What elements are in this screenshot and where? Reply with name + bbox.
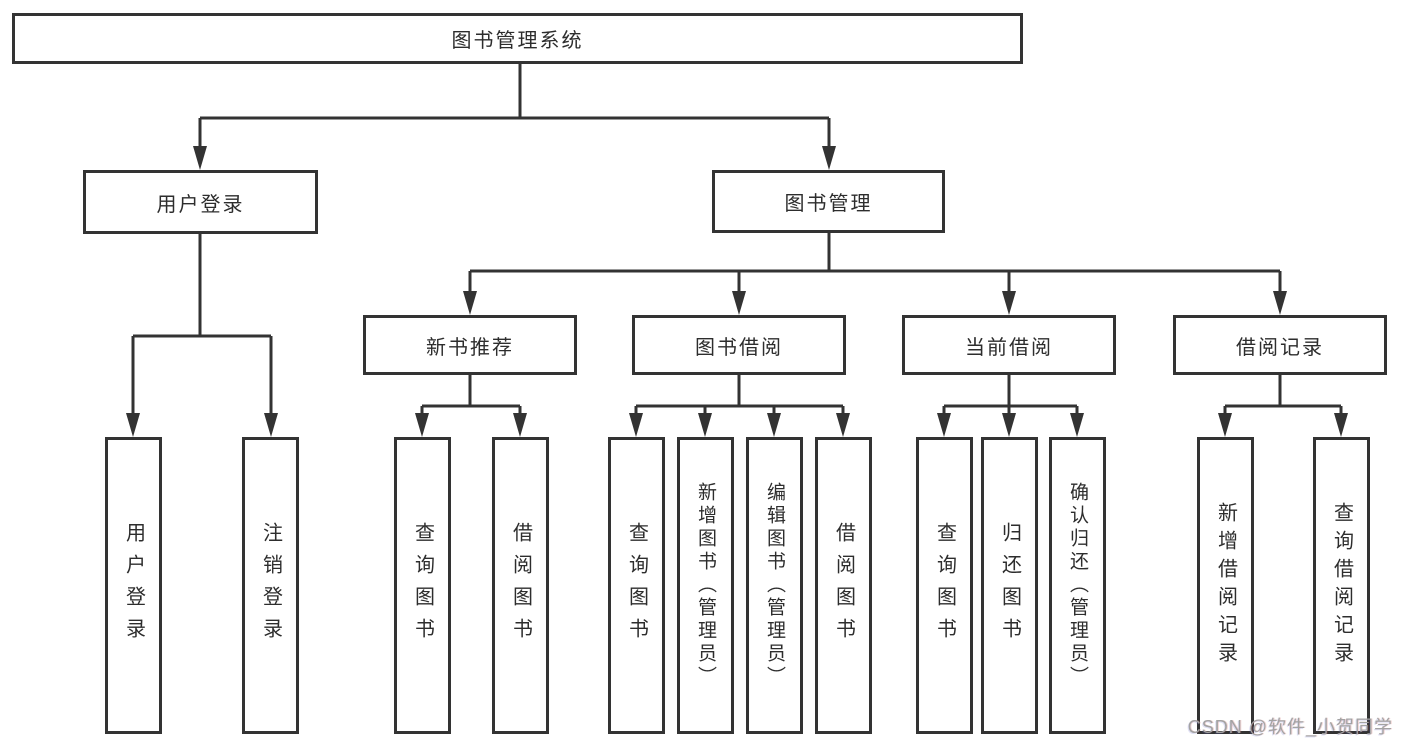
- arrowhead-icon: [629, 413, 643, 437]
- node-label: 图书借阅: [695, 336, 783, 359]
- csdn-watermark: CSDN @软件_小贺同学: [1187, 717, 1393, 737]
- branch-line: [634, 375, 845, 417]
- node-label: 借阅记录: [1236, 336, 1324, 359]
- node-leaf-return-book: 归还图书: [981, 437, 1038, 734]
- arrowhead-icon: [836, 413, 850, 437]
- node-label: 查询图书: [411, 521, 434, 650]
- branch-line: [198, 64, 831, 150]
- branch-line: [1223, 375, 1343, 417]
- arrowhead-icon: [1218, 413, 1232, 437]
- node-leaf-add-borrow-record: 新增借阅记录: [1197, 437, 1254, 734]
- node-label: 编辑图书（管理员）: [764, 482, 785, 689]
- node-root: 图书管理系统: [12, 13, 1023, 64]
- branch-line: [942, 375, 1079, 417]
- node-label: 借阅图书: [509, 521, 532, 650]
- branch-line: [468, 233, 1282, 295]
- branch-line: [420, 375, 522, 417]
- node-book-management: 图书管理: [712, 170, 945, 233]
- arrowhead-icon: [193, 146, 207, 170]
- node-leaf-borrow-books-rec: 借阅图书: [492, 437, 549, 734]
- arrowhead-icon: [126, 413, 140, 437]
- node-leaf-edit-book-admin: 编辑图书（管理员）: [746, 437, 803, 734]
- arrowhead-icon: [1273, 291, 1287, 315]
- arrowhead-icon: [1002, 413, 1016, 437]
- node-label: 图书管理系统: [451, 30, 584, 52]
- node-label: 查询借阅记录: [1330, 501, 1353, 670]
- node-leaf-query-books-rec: 查询图书: [394, 437, 451, 734]
- node-current-borrowing: 当前借阅: [902, 315, 1116, 375]
- arrowhead-icon: [1002, 291, 1016, 315]
- arrowhead-icon: [513, 413, 527, 437]
- node-label: 用户登录: [156, 193, 245, 216]
- arrowhead-icon: [732, 291, 746, 315]
- node-label: 查询图书: [933, 521, 956, 650]
- arrowhead-icon: [822, 146, 836, 170]
- node-label: 用户登录: [122, 521, 145, 650]
- arrowhead-icon: [1070, 413, 1084, 437]
- node-label: 图书管理: [784, 193, 873, 215]
- arrowhead-icon: [415, 413, 429, 437]
- node-label: 查询图书: [625, 521, 648, 650]
- node-leaf-query-borrow-record: 查询借阅记录: [1313, 437, 1370, 734]
- arrowhead-icon: [698, 413, 712, 437]
- arrowhead-icon: [937, 413, 951, 437]
- node-new-book-recommend: 新书推荐: [363, 315, 577, 375]
- node-leaf-add-book-admin: 新增图书（管理员）: [677, 437, 734, 734]
- node-label: 归还图书: [998, 521, 1021, 650]
- node-label: 新增图书（管理员）: [695, 482, 716, 689]
- node-leaf-logout: 注销登录: [242, 437, 299, 734]
- arrowhead-icon: [264, 413, 278, 437]
- arrowhead-icon: [463, 291, 477, 315]
- node-leaf-confirm-return: 确认归还（管理员）: [1049, 437, 1106, 734]
- node-leaf-query-books-borrow: 查询图书: [608, 437, 665, 734]
- node-leaf-query-books-current: 查询图书: [916, 437, 973, 734]
- node-borrowing-records: 借阅记录: [1173, 315, 1387, 375]
- node-label: 注销登录: [259, 521, 282, 650]
- node-user-login: 用户登录: [83, 170, 318, 234]
- node-label: 新增借阅记录: [1214, 501, 1237, 670]
- node-label: 确认归还（管理员）: [1067, 482, 1088, 689]
- arrowhead-icon: [1334, 413, 1348, 437]
- branch-line: [131, 234, 273, 417]
- node-label: 当前借阅: [965, 336, 1053, 359]
- node-leaf-borrow-books-2: 借阅图书: [815, 437, 872, 734]
- node-label: 新书推荐: [426, 336, 514, 359]
- node-book-borrowing: 图书借阅: [632, 315, 846, 375]
- node-leaf-user-login: 用户登录: [105, 437, 162, 734]
- arrowhead-icon: [767, 413, 781, 437]
- node-label: 借阅图书: [832, 521, 855, 650]
